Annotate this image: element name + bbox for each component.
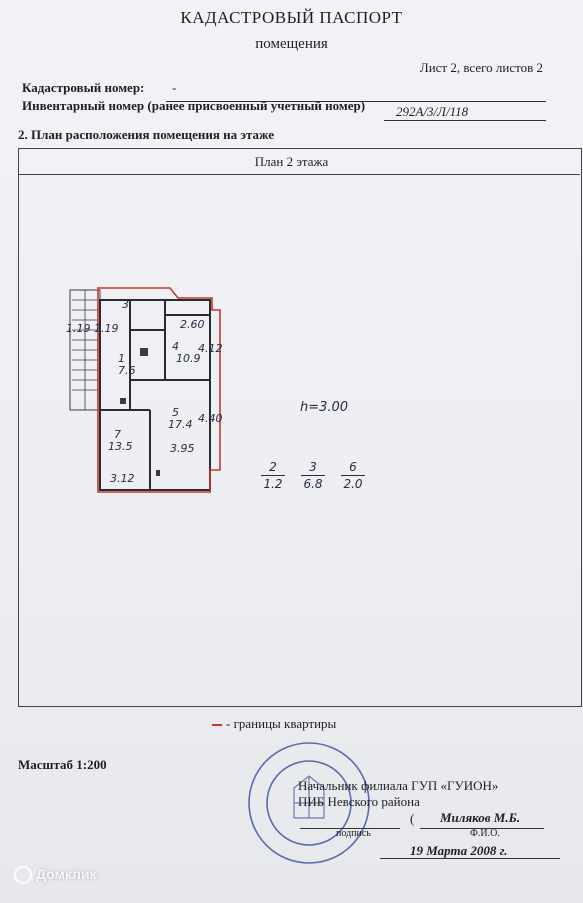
signer-position: Начальник филиала ГУП «ГУИОН»	[298, 778, 499, 793]
signature-underline	[300, 828, 400, 829]
room-4-area: 10.9	[176, 352, 201, 365]
area-table-cell: 2 1.2	[258, 460, 288, 491]
inventory-number-underline	[384, 120, 546, 121]
area-table-cell: 3 6.8	[298, 460, 328, 491]
dim-4-40: 4.40	[198, 412, 223, 425]
ceiling-height-note: h=3.00	[300, 400, 349, 415]
room-1-area: 7.6	[118, 364, 136, 377]
dim-2-60: 2.60	[180, 318, 205, 331]
area-table: 2 1.2 3 6.8 6 2.0	[258, 460, 368, 491]
plan-title: План 2 этажа	[254, 154, 329, 169]
signature-caption: подпись	[336, 828, 371, 839]
signer-department: ПИБ Невского района	[298, 794, 420, 809]
domclick-watermark: Домклик	[14, 866, 97, 885]
room-5-number: 5	[172, 406, 179, 419]
sheet-info: Лист 2, всего листов 2	[419, 60, 543, 75]
room-3-number: 3	[122, 298, 129, 311]
area-table-cell: 6 2.0	[338, 460, 368, 491]
name-caption: Ф.И.О.	[470, 828, 500, 839]
room-7-number: 7	[114, 428, 121, 441]
signature-paren: (	[410, 811, 415, 826]
official-stamp-icon	[248, 742, 370, 864]
room-4-number: 4	[172, 340, 179, 353]
dim-4-12: 4.12	[198, 342, 223, 355]
document-date: 19 Марта 2008 г.	[410, 843, 508, 858]
floor-plan-drawing	[69, 287, 221, 493]
dim-1-19-left: 1.19	[66, 322, 91, 335]
dim-3-95: 3.95	[170, 442, 195, 455]
inventory-number-value: 292А/3/Л/118	[396, 104, 469, 119]
dim-1-19-right: 1.19	[94, 322, 119, 335]
dim-3-12: 3.12	[110, 472, 135, 485]
cadastral-number-value: -	[172, 80, 177, 95]
room-5-area: 17.4	[168, 418, 193, 431]
inventory-number-label: Инвентарный номер (ранее присвоенный уче…	[22, 98, 366, 113]
cadastral-number-label: Кадастровый номер:	[22, 80, 145, 95]
apartment-outer-wall	[99, 299, 211, 491]
scale-label: Масштаб 1:200	[18, 757, 107, 772]
cadastral-number-underline	[166, 101, 546, 102]
legend: - границы квартиры	[212, 716, 336, 732]
domclick-logo-icon	[14, 866, 32, 885]
section-title: 2. План расположения помещения на этаже	[18, 127, 275, 142]
plan-frame	[18, 148, 582, 707]
apartment-boundary	[97, 287, 221, 493]
boundary-dash-icon	[212, 724, 222, 727]
plan-frame-header	[18, 148, 580, 175]
room-7-area: 13.5	[108, 440, 133, 453]
room-1-number: 1	[118, 352, 125, 365]
signer-name: Миляков М.Б.	[440, 810, 521, 825]
document-title: КАДАСТРОВЫЙ ПАСПОРТ	[180, 8, 403, 27]
date-underline	[380, 858, 560, 859]
name-underline	[420, 828, 544, 829]
document-subtitle: помещения	[255, 36, 328, 52]
